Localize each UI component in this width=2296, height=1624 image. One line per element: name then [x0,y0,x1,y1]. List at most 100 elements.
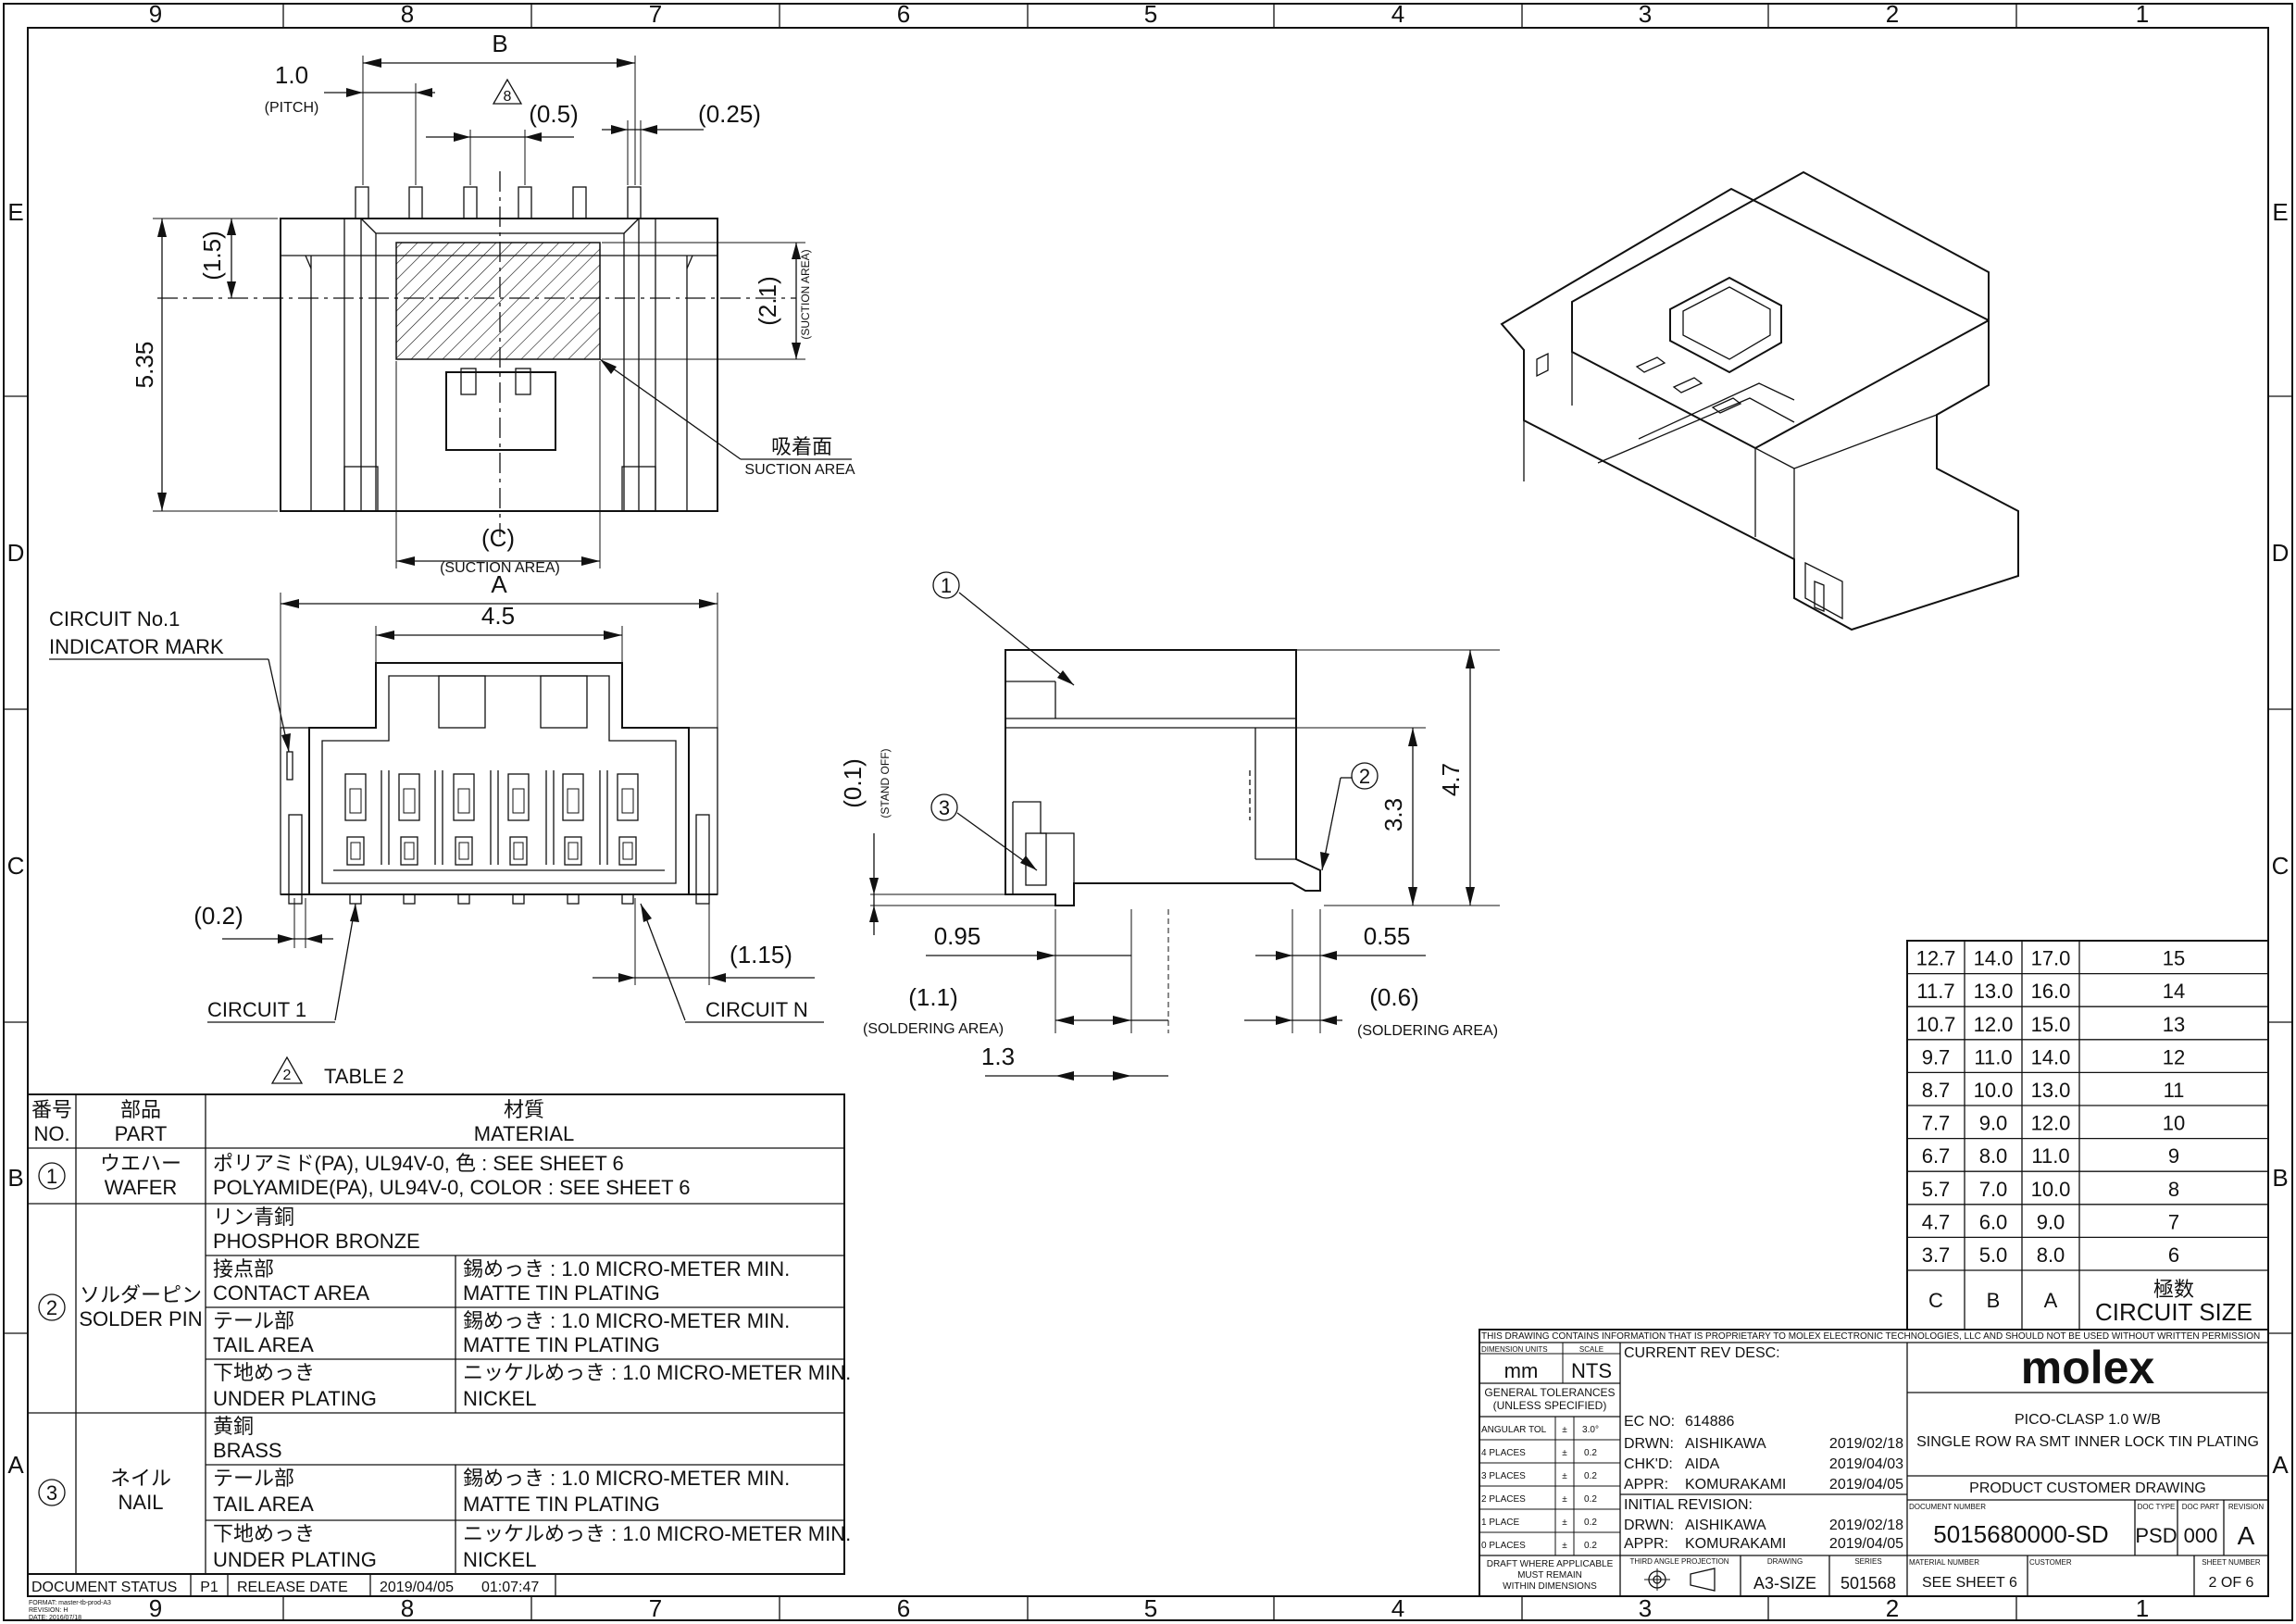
border-column-label: 6 [897,1594,910,1622]
tolerance-label: 4 PLACES [1481,1448,1526,1458]
circuit-table-cell: 9.0 [1979,1112,2008,1135]
indicator-mark-label: INDICATOR MARK [49,635,224,658]
border-row-label: E [2272,198,2288,226]
svg-text:SOLDER PIN: SOLDER PIN [79,1307,202,1330]
svg-text:1: 1 [941,574,952,597]
circuit-table-cell: 3.7 [1922,1243,1951,1267]
dim-0-2: (0.2) [193,902,243,930]
svg-text:NICKEL: NICKEL [463,1387,536,1410]
tolerance-pm: ± [1562,1448,1567,1458]
dim-0-25: (0.25) [698,100,761,128]
circuit-table-cell: 11.0 [2031,1144,2069,1168]
top-view-pins [355,186,642,219]
svg-text:KOMURAKAMI: KOMURAKAMI [1685,1536,1786,1552]
suction-area-hatch [395,242,601,360]
circuit-table-cell: 9 [2168,1144,2179,1168]
svg-text:000: 000 [2184,1524,2218,1547]
callout-3 [930,793,958,821]
dim-0-6: (0.6) [1369,983,1418,1011]
svg-text:CURRENT REV DESC:: CURRENT REV DESC: [1624,1345,1780,1361]
callout-2 [1351,762,1379,790]
border-row-label: B [2272,1164,2288,1192]
border-row-label: D [2272,539,2290,567]
svg-text:SINGLE ROW RA SMT INNER LOCK: SINGLE ROW RA SMT INNER LOCK TIN PLATING [1916,1434,2259,1450]
dim-1-3: 1.3 [981,1043,1015,1070]
svg-text:mm: mm [1504,1359,1539,1382]
isometric-view [1500,170,2019,631]
svg-text:DOCUMENT STATUS: DOCUMENT STATUS [31,1580,177,1595]
circuit-table-cell: 10.0 [1974,1079,2014,1102]
tolerance-pm: ± [1562,1471,1567,1481]
note-triangle-8 [492,78,523,105]
svg-text:FORMAT: master-tb-prod-A3: FORMAT: master-tb-prod-A3 [29,1600,111,1606]
svg-text:リン青銅: リン青銅 [213,1206,294,1229]
table-2: 2 TABLE 2 番号 NO. 部品 PART 材質 MATERIAL 1 ウ… [27,1056,851,1575]
svg-text:AISHIKAWA: AISHIKAWA [1685,1518,1766,1533]
svg-text:DOCUMENT NUMBER: DOCUMENT NUMBER [1909,1503,1986,1511]
svg-text:2: 2 [283,1068,292,1083]
border-column-label: 8 [401,0,414,28]
circuit-table-cell: 6.7 [1922,1144,1951,1168]
svg-text:UNDER PLATING: UNDER PLATING [213,1548,377,1571]
svg-text:DRWN:: DRWN: [1624,1436,1674,1452]
svg-text:WAFER: WAFER [105,1176,178,1199]
svg-text:テール部: テール部 [213,1309,294,1332]
svg-text:614886: 614886 [1685,1414,1734,1430]
svg-text:DIMENSION UNITS: DIMENSION UNITS [1481,1345,1548,1354]
border-column-label: 2 [1886,1594,1899,1622]
circuit-no1-label: CIRCUIT No.1 [49,607,180,631]
dim-b-label: B [492,30,507,57]
circuit-table-cell: 14.0 [2031,1045,2071,1068]
svg-text:SHEET NUMBER: SHEET NUMBER [2202,1558,2261,1567]
svg-text:TAIL AREA: TAIL AREA [213,1333,314,1356]
tolerance-pm: ± [1562,1518,1567,1528]
svg-text:ニッケルめっき : 1.0 MICRO-METER MIN.: ニッケルめっき : 1.0 MICRO-METER MIN. [463,1522,851,1545]
svg-text:1: 1 [46,1165,57,1188]
circuit-table-cell: 7 [2168,1210,2179,1233]
svg-text:NAIL: NAIL [119,1491,164,1514]
svg-text:8: 8 [504,89,512,105]
svg-text:材質: 材質 [504,1098,544,1121]
svg-text:AISHIKAWA: AISHIKAWA [1685,1436,1766,1452]
tolerance-label: 3 PLACES [1481,1471,1526,1481]
border-row-label: A [2272,1451,2289,1479]
border-column-label: 1 [2136,1594,2149,1622]
front-view: A 4.5 CIRCUIT No.1 INDICATOR MARK [49,570,824,1023]
svg-text:POLYAMIDE(PA), UL94V-0, COLOR: POLYAMIDE(PA), UL94V-0, COLOR : SEE SHEE… [213,1176,691,1199]
circuit-table-cell: 14 [2163,980,2185,1003]
border-row-label: C [7,852,25,880]
circuit-table-cell: 6.0 [1979,1210,2008,1233]
svg-text:MATTE TIN PLATING: MATTE TIN PLATING [463,1333,660,1356]
circuit-size-header-en: CIRCUIT SIZE [2095,1298,2252,1326]
svg-text:2019/04/05: 2019/04/05 [380,1580,454,1595]
svg-text:錫めっき : 1.0 MICRO-METER MIN.: 錫めっき : 1.0 MICRO-METER MIN. [463,1467,790,1490]
circuit-n-label: CIRCUIT N [705,998,808,1021]
dim-a: A [491,570,507,598]
svg-text:MUST REMAIN: MUST REMAIN [1517,1570,1582,1580]
svg-text:黄銅: 黄銅 [213,1415,254,1438]
svg-text:A: A [2238,1521,2255,1550]
circuit-table-header: A [2044,1289,2058,1312]
dim-1-15: (1.15) [730,941,792,968]
svg-text:(UNLESS SPECIFIED): (UNLESS SPECIFIED) [1493,1399,1607,1412]
circuit-table-cell: 8.0 [1979,1144,2008,1168]
circuit-table-cell: 11.7 [1916,980,1954,1003]
circuit-table-cell: 5.0 [1979,1243,2008,1267]
svg-text:P1: P1 [200,1580,218,1595]
circuit-table-cell: 9.0 [2037,1210,2065,1233]
svg-text:01:07:47: 01:07:47 [481,1580,539,1595]
svg-text:3: 3 [46,1481,57,1505]
svg-text:2019/02/18: 2019/02/18 [1829,1518,1903,1533]
border-row-label: C [2272,852,2290,880]
svg-text:SERIES: SERIES [1854,1557,1881,1566]
svg-text:テール部: テール部 [213,1467,294,1490]
svg-text:DOC TYPE: DOC TYPE [2138,1503,2176,1511]
tolerance-value: 0.2 [1584,1518,1597,1528]
border-row-label: E [7,198,23,226]
border-column-label: 7 [649,1594,662,1622]
circuit-table-cell: 17.0 [2031,947,2071,970]
svg-text:錫めっき : 1.0 MICRO-METER MIN.: 錫めっき : 1.0 MICRO-METER MIN. [463,1257,790,1280]
proprietary-notice: THIS DRAWING CONTAINS INFORMATION THAT I… [1481,1331,2260,1342]
circuit-table-cell: 7.0 [1979,1178,2008,1201]
